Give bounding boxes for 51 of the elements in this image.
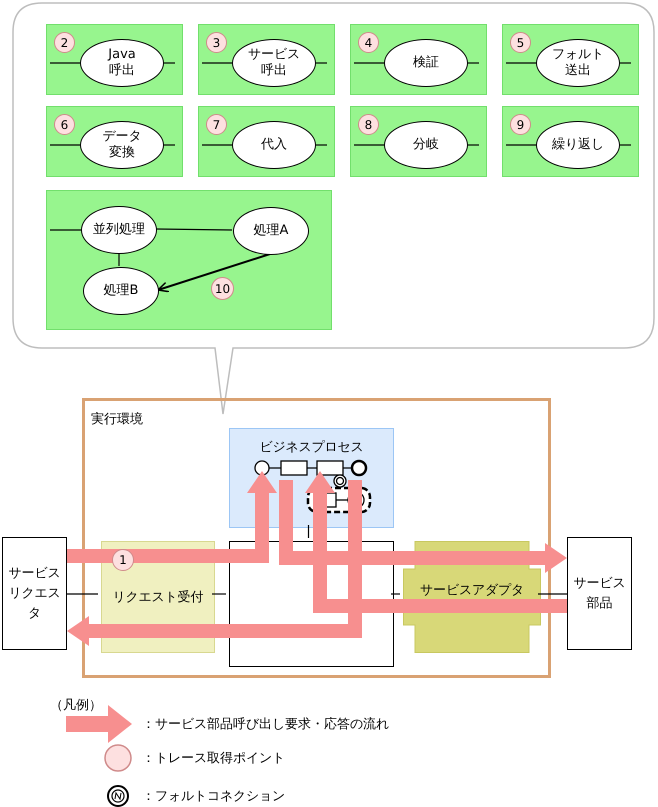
external-box: サービスリクエスタ	[2, 537, 67, 650]
connector-line	[391, 593, 400, 595]
trace-point-marker: 4	[358, 32, 379, 53]
activity-ellipse: 処理A	[233, 207, 309, 255]
trace-point-marker: 1	[112, 549, 134, 571]
activity-panel	[502, 106, 639, 177]
connector-line	[538, 593, 567, 595]
connector-line	[156, 228, 232, 231]
activity-ellipse: 繰り返し	[536, 121, 620, 169]
connector-line	[67, 593, 98, 595]
flow-arrow	[305, 471, 567, 613]
trace-point-marker: 8	[358, 114, 379, 135]
flow-arrow	[279, 480, 567, 573]
activity-panel	[350, 24, 487, 95]
activity-ellipse: 代入	[232, 121, 316, 169]
flow-arrow	[67, 480, 362, 646]
activity-panel	[198, 106, 335, 177]
adapter-label: サービスアダプタ	[419, 582, 525, 599]
trace-point-marker: 7	[206, 114, 227, 135]
legend-text: ：トレース取得ポイント	[142, 750, 285, 767]
legend-text: ：フォルトコネクション	[142, 788, 285, 805]
flow-arrow	[67, 471, 277, 563]
external-box: サービス部品	[567, 537, 632, 650]
activity-panel	[350, 106, 487, 177]
activity-panel	[198, 24, 335, 95]
activity-ellipse: サービス呼出	[232, 39, 316, 87]
process-title: ビジネスプロセス	[258, 439, 364, 456]
activity-panel	[46, 24, 183, 95]
connector-line	[118, 253, 120, 266]
legend-text: ：サービス部品呼び出し要求・応答の流れ	[142, 716, 389, 733]
activity-ellipse: 検証	[384, 39, 468, 87]
trace-point-marker: 6	[54, 114, 75, 135]
connector-line	[212, 593, 226, 595]
activity-ellipse: 並列処理	[81, 206, 157, 254]
trace-point-marker: 2	[54, 32, 75, 53]
activity-ellipse: フォルト送出	[536, 39, 620, 87]
trace-point-marker: 10	[211, 277, 234, 300]
connector-line	[308, 525, 310, 538]
arrow	[157, 253, 270, 292]
activity-panel	[46, 190, 332, 330]
activity-ellipse: 処理B	[83, 267, 159, 315]
activity-panel	[502, 24, 639, 95]
trace-point-marker: 5	[510, 32, 531, 53]
activity-ellipse: Java呼出	[80, 39, 164, 87]
trace-point-marker: 3	[206, 32, 227, 53]
activity-ellipse: データ変換	[80, 121, 164, 169]
environment-title: 実行環境	[91, 411, 143, 428]
trace-point-marker: 9	[510, 114, 531, 135]
legend-heading: （凡例）	[50, 697, 102, 714]
activity-ellipse: 分岐	[384, 121, 468, 169]
activity-panel	[46, 106, 183, 177]
